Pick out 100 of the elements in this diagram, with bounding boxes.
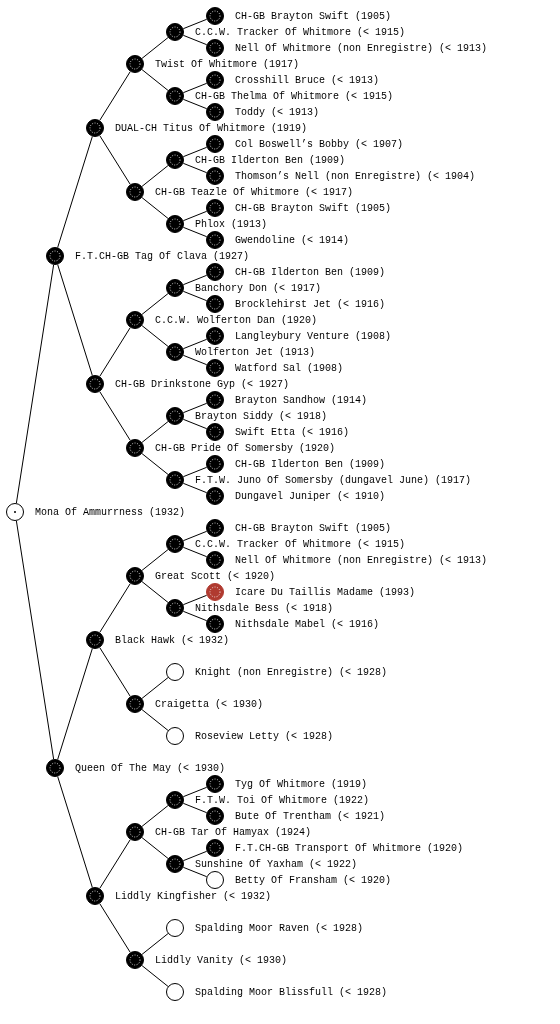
pedigree-line — [99, 839, 131, 889]
dog-name: Queen Of The May (< 1930) — [75, 762, 226, 774]
pedigree-line — [141, 549, 169, 571]
pedigree-line — [141, 421, 169, 443]
pedigree-line — [182, 802, 208, 814]
dog-name: CH-GB Ilderton Ben (1909) — [235, 266, 386, 278]
dog-name: Brocklehirst Jet (< 1916) — [235, 298, 386, 310]
dog-name: Nell Of Whitmore (non Enregistre) (< 1913) — [235, 554, 488, 566]
dog-name: Banchory Don (< 1917) — [195, 282, 322, 294]
pedigree-line — [15, 264, 55, 504]
pedigree-line — [182, 210, 208, 222]
pedigree-line — [182, 850, 208, 862]
dog-name: CH-GB Tar Of Hamyax (1924) — [155, 826, 312, 838]
pedigree-line — [57, 776, 93, 888]
dog-name: Toddy (< 1913) — [235, 106, 319, 118]
pedigree-line — [99, 903, 131, 953]
pedigree-line — [141, 933, 169, 955]
dog-name: Brayton Sandhow (1914) — [235, 394, 368, 406]
pedigree-line — [182, 338, 208, 350]
pedigree-line — [182, 146, 208, 158]
dog-name: Nithsdale Bess (< 1918) — [195, 602, 334, 614]
pedigree-line — [182, 354, 208, 366]
dog-name: Brayton Siddy (< 1918) — [195, 410, 328, 422]
pedigree-line — [182, 18, 208, 30]
dog-name: Dungavel Juniper (< 1910) — [235, 490, 386, 502]
dog-name: CH-GB Brayton Swift (1905) — [235, 522, 392, 534]
dog-name: Great Scott (< 1920) — [155, 570, 276, 582]
pedigree-line — [99, 647, 131, 697]
pedigree-line — [182, 98, 208, 110]
dog-name: CH-GB Thelma Of Whitmore (< 1915) — [195, 90, 394, 102]
pedigree-line — [141, 837, 169, 859]
pedigree-line — [57, 264, 93, 376]
pedigree-line — [182, 466, 208, 478]
dog-name: Liddly Vanity (< 1930) — [155, 954, 288, 966]
dog-name: C.C.W. Wolferton Dan (1920) — [155, 314, 318, 326]
dog-name: Thomson’s Nell (non Enregistre) (< 1904) — [235, 170, 476, 182]
pedigree-line — [141, 37, 169, 59]
dog-name: F.T.W. Toi Of Whitmore (1922) — [195, 794, 370, 806]
dog-name: Roseview Letty (< 1928) — [195, 730, 334, 742]
pedigree-line — [141, 709, 169, 731]
pedigree-line — [15, 520, 55, 760]
pedigree-line — [99, 583, 131, 633]
pedigree-line — [182, 402, 208, 414]
dog-name: CH-GB Ilderton Ben (1909) — [235, 458, 386, 470]
pedigree-line — [182, 274, 208, 286]
dog-name: Spalding Moor Raven (< 1928) — [195, 922, 364, 934]
pedigree-line — [182, 610, 208, 622]
dog-name: CH-GB Teazle Of Whitmore (< 1917) — [155, 186, 354, 198]
dog-name: C.C.W. Tracker Of Whitmore (< 1915) — [195, 26, 406, 38]
dog-name: CH-GB Ilderton Ben (1909) — [195, 154, 346, 166]
dog-name: Black Hawk (< 1932) — [115, 634, 230, 646]
pedigree-line — [141, 581, 169, 603]
dog-name: Phlox (1913) — [195, 218, 267, 230]
dog-name: Icare Du Taillis Madame (1993) — [235, 586, 416, 598]
dog-name: Craigetta (< 1930) — [155, 698, 264, 710]
pedigree-line — [99, 71, 131, 121]
dog-name: F.T.CH-GB Transport Of Whitmore (1920) — [235, 842, 464, 854]
pedigree-line — [141, 165, 169, 187]
dog-name: CH-GB Drinkstone Gyp (< 1927) — [115, 378, 290, 390]
dog-name: Sunshine Of Yaxham (< 1922) — [195, 858, 358, 870]
dog-name: CH-GB Brayton Swift (1905) — [235, 10, 392, 22]
pedigree-line — [182, 226, 208, 238]
pedigree-line — [141, 965, 169, 987]
pedigree-line — [99, 391, 131, 441]
pedigree-line — [141, 325, 169, 347]
dog-name: F.T.CH-GB Tag Of Clava (1927) — [75, 250, 250, 262]
dog-name: Nell Of Whitmore (non Enregistre) (< 1913) — [235, 42, 488, 54]
dog-name: Swift Etta (< 1916) — [235, 426, 350, 438]
pedigree-line — [182, 418, 208, 430]
dog-name: Crosshill Bruce (< 1913) — [235, 74, 380, 86]
dog-name: Mona Of Ammurrness (1932) — [35, 506, 186, 518]
pedigree-line — [57, 136, 93, 248]
pedigree-line — [182, 82, 208, 94]
pedigree-line — [182, 546, 208, 558]
pedigree-line — [182, 34, 208, 46]
pedigree-line — [141, 293, 169, 315]
pedigree-line — [182, 866, 208, 878]
dog-name: Wolferton Jet (1913) — [195, 346, 316, 358]
dog-name: Langleybury Venture (1908) — [235, 330, 392, 342]
dog-name: Betty Of Fransham (< 1920) — [235, 874, 392, 886]
dog-name: Gwendoline (< 1914) — [235, 234, 350, 246]
pedigree-line — [182, 290, 208, 302]
dog-name: F.T.W. Juno Of Somersby (dungavel June) (1917) — [195, 474, 472, 486]
pedigree-line — [99, 327, 131, 377]
pedigree-line — [182, 786, 208, 798]
pedigree-line — [141, 677, 169, 699]
dog-name: CH-GB Brayton Swift (1905) — [235, 202, 392, 214]
pedigree-line — [141, 69, 169, 91]
pedigree-line — [182, 162, 208, 174]
dog-name: Nithsdale Mabel (< 1916) — [235, 618, 380, 630]
dog-name: Twist Of Whitmore (1917) — [155, 58, 300, 70]
dog-name: Bute Of Trentham (< 1921) — [235, 810, 386, 822]
dog-name: Tyg Of Whitmore (1919) — [235, 778, 368, 790]
pedigree-line — [141, 453, 169, 475]
dog-name: CH-GB Pride Of Somersby (1920) — [155, 442, 336, 454]
dog-name: Knight (non Enregistre) (< 1928) — [195, 666, 388, 678]
pedigree-line — [182, 530, 208, 542]
pedigree-line — [99, 135, 131, 185]
pedigree-line — [57, 648, 93, 760]
pedigree-line — [182, 482, 208, 494]
